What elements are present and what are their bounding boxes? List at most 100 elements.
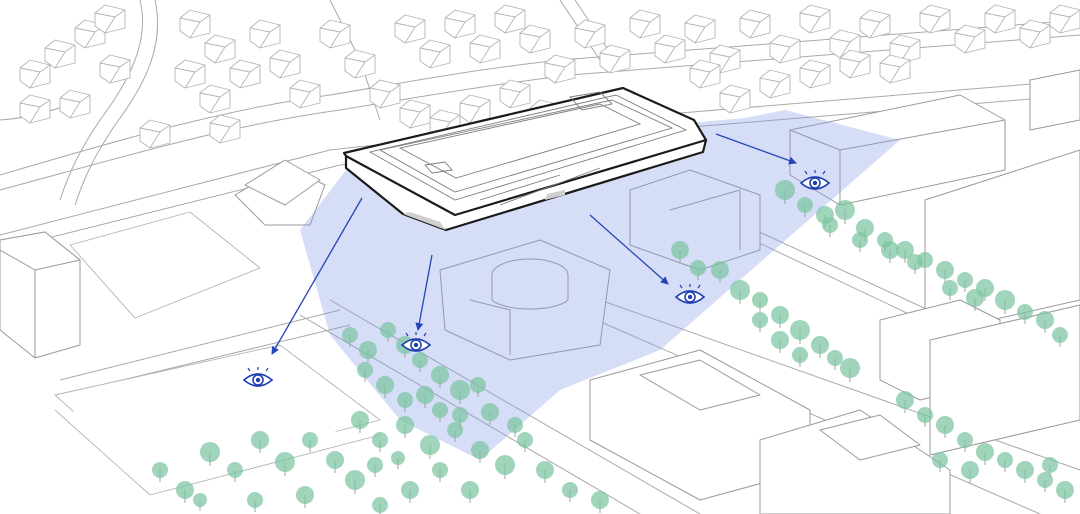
tree: [957, 272, 973, 292]
tree: [811, 336, 829, 358]
tree: [790, 320, 810, 344]
tree: [881, 241, 899, 263]
viewpoints: [242, 170, 831, 387]
tree: [275, 452, 295, 476]
tree: [152, 462, 168, 482]
tree: [450, 380, 470, 404]
tree: [296, 486, 314, 508]
tree: [917, 407, 933, 427]
house: [984, 4, 1016, 34]
house: [544, 54, 576, 84]
tree: [822, 217, 838, 237]
background-housing: [19, 4, 1080, 149]
house: [1019, 19, 1051, 49]
proposed-building: [342, 86, 708, 232]
house: [209, 114, 241, 144]
eye-icon: [242, 367, 274, 387]
tree-planting: [152, 180, 1074, 514]
tree: [752, 312, 768, 332]
house: [94, 4, 126, 34]
tree: [1052, 327, 1068, 347]
tree: [536, 461, 554, 483]
tree: [827, 350, 843, 370]
house: [139, 119, 171, 149]
house: [719, 84, 751, 114]
tree: [470, 377, 486, 397]
tree: [302, 432, 318, 452]
tree: [1016, 461, 1034, 483]
tree: [447, 422, 463, 442]
house: [599, 44, 631, 74]
tree: [1042, 457, 1058, 477]
tree: [591, 491, 609, 513]
sight-arrow-1: [271, 197, 363, 355]
tree: [452, 407, 468, 427]
tree: [391, 451, 405, 469]
sight-arrow-3: [589, 214, 669, 285]
tree: [471, 441, 489, 463]
tree: [711, 261, 729, 283]
tree: [792, 347, 808, 367]
tree: [345, 470, 365, 494]
tree: [997, 452, 1013, 472]
house: [19, 59, 51, 89]
sight-arrow-4: [715, 133, 797, 165]
tree: [835, 200, 855, 224]
house: [174, 59, 206, 89]
tree: [176, 481, 194, 503]
tree: [961, 461, 979, 483]
tree: [942, 280, 958, 300]
tree: [416, 386, 434, 408]
house: [954, 24, 986, 54]
tree: [966, 289, 984, 311]
tree: [771, 331, 789, 353]
context-buildings: [0, 69, 1080, 514]
house: [799, 59, 831, 89]
house: [459, 94, 491, 124]
house: [889, 34, 921, 64]
tree: [397, 392, 413, 412]
house: [684, 14, 716, 44]
tree: [507, 417, 523, 437]
tree: [730, 280, 750, 304]
house: [519, 24, 551, 54]
tree: [1036, 311, 1054, 333]
tree: [852, 232, 868, 252]
tree: [461, 481, 479, 503]
house: [229, 59, 261, 89]
house: [444, 9, 476, 39]
tree: [326, 451, 344, 473]
house: [1049, 4, 1080, 34]
sight-lines: [271, 133, 797, 355]
house: [179, 9, 211, 39]
house: [799, 4, 831, 34]
eye-icon: [674, 284, 706, 304]
house: [19, 94, 51, 124]
tree: [351, 411, 369, 433]
tree: [797, 197, 813, 217]
tree: [359, 341, 377, 363]
house: [769, 34, 801, 64]
house: [739, 9, 771, 39]
tree: [380, 322, 396, 342]
tree: [432, 402, 448, 422]
house: [629, 9, 661, 39]
tree: [1017, 304, 1033, 324]
tree: [412, 352, 428, 372]
tree: [342, 327, 358, 347]
tree: [367, 457, 383, 477]
eye-icon: [799, 170, 831, 190]
tree: [932, 452, 948, 472]
tree: [495, 455, 515, 479]
tree: [752, 292, 768, 312]
house: [344, 49, 376, 79]
house: [44, 39, 76, 69]
eye-icon: [400, 332, 432, 352]
house: [99, 54, 131, 84]
tree: [517, 432, 533, 452]
tree: [247, 492, 263, 512]
tree: [376, 376, 394, 398]
house: [59, 89, 91, 119]
